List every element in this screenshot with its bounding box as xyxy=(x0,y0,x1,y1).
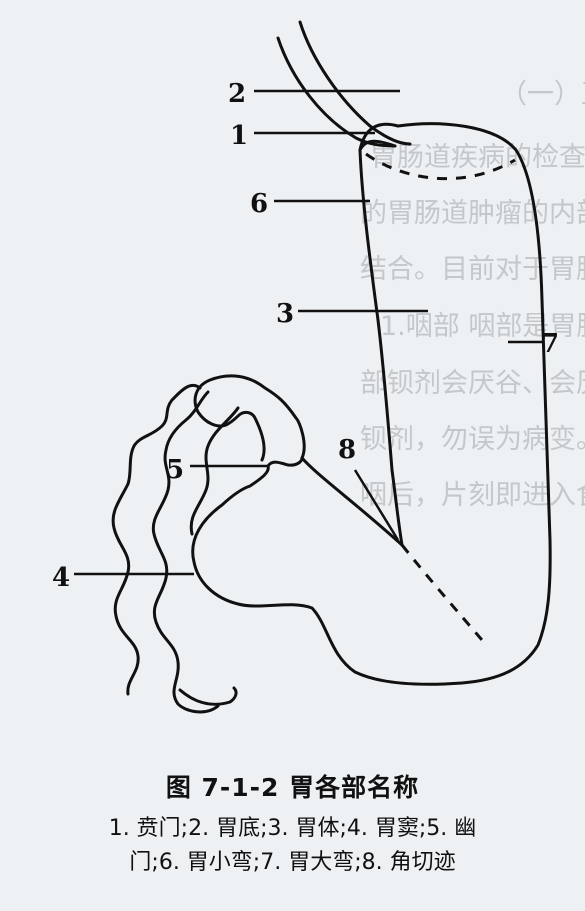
label-4: 4 xyxy=(52,563,70,593)
bleed-line-1: 胃肠道疾病的检查主要应用钡剂 xyxy=(370,142,585,173)
label-1: 1 xyxy=(230,121,248,151)
stomach-diagram: （一）正常X线表现 胃肠道疾病的检查主要应用钡剂 的胃肠道肿瘤的内部结构，肠壁 … xyxy=(0,0,585,760)
label-2: 2 xyxy=(228,79,246,109)
angular-boundary xyxy=(402,545,482,640)
label-5: 5 xyxy=(166,455,184,485)
bleed-line-2: 的胃肠道肿瘤的内部结构，肠壁 xyxy=(360,198,585,229)
duodenum-wavy-3 xyxy=(191,408,238,534)
bleed-line-0: （一）正常X线表现 xyxy=(500,79,585,110)
label-7: 7 xyxy=(541,329,559,359)
caption-legend-line-2: 门;6. 胃小弯;7. 胃大弯;8. 角切迹 xyxy=(0,846,585,880)
label-8: 8 xyxy=(338,435,356,465)
figure-caption: 图 7-1-2 胃各部名称 1. 贲门;2. 胃底;3. 胃体;4. 胃窦;5.… xyxy=(0,768,585,880)
duodenum-wavy-4 xyxy=(180,688,236,704)
esophagus xyxy=(278,22,410,150)
label-3: 3 xyxy=(276,299,294,329)
bleed-line-6: 钡剂，勿误为病变。吞钡后， xyxy=(360,424,585,455)
bleed-line-5: 部钡剂会厌谷、会厌皱襞及梨状 xyxy=(360,368,585,399)
caption-title: 图 7-1-2 胃各部名称 xyxy=(0,768,585,804)
caption-legend-line-1: 1. 贲门;2. 胃底;3. 胃体;4. 胃窦;5. 幽 xyxy=(0,812,585,846)
bleed-line-3: 结合。目前对于胃肠道疾病的检查 xyxy=(360,254,585,285)
duodenum-wavy-2 xyxy=(153,392,218,712)
label-6: 6 xyxy=(250,189,268,219)
background-bleed-text: （一）正常X线表现 胃肠道疾病的检查主要应用钡剂 的胃肠道肿瘤的内部结构，肠壁 … xyxy=(360,79,585,511)
